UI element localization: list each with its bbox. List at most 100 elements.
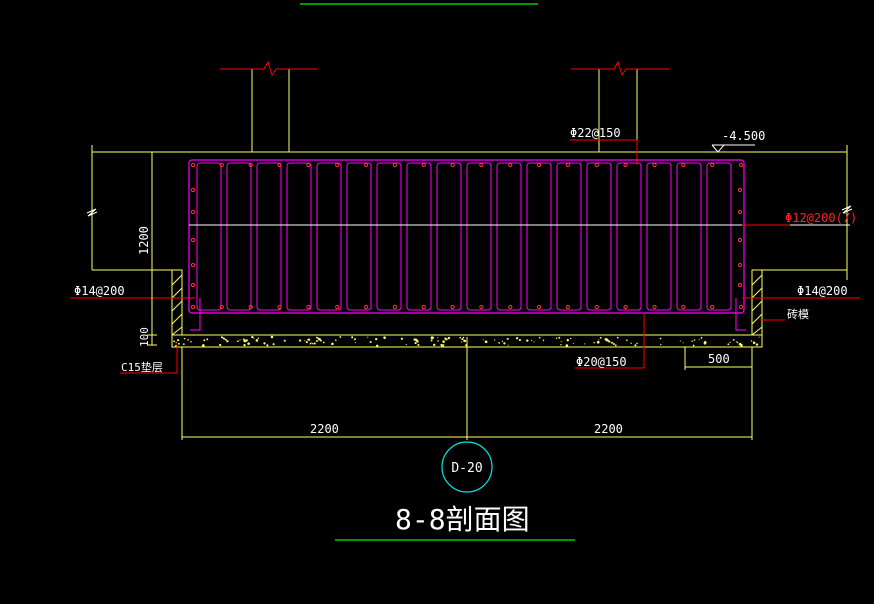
cushion-speckle [482,339,484,341]
cushion-speckle [221,336,224,339]
break-mark-right [841,205,853,214]
cushion-speckle [304,339,306,342]
elevation-text: -4.500 [722,129,765,143]
rebar-dot [190,187,196,193]
rebar-dots [190,162,744,310]
rebar-dot [277,304,282,310]
stirrup [196,162,222,311]
rebar-dot [219,304,224,310]
cushion-speckle [319,339,322,342]
cushion-speckle [317,337,319,339]
rebar-dot [450,162,455,168]
rebar-dot [392,304,397,310]
cushion-speckle [560,344,562,346]
cushion-speckle [177,342,180,345]
cushion-speckle [175,342,177,344]
dowel-right [735,298,746,331]
cushion-speckle [183,337,186,340]
cushion-speckle [735,341,737,343]
cushion-speckle [227,340,229,343]
cushion-speckle [732,339,735,341]
cushion-speckle [515,337,519,340]
rebar-dot [190,237,196,243]
cushion-speckle [526,339,529,342]
cushion-fill [173,335,760,348]
cushion-speckle [173,340,176,343]
rebar-dot [190,162,196,168]
cushion-speckle [445,338,448,341]
stirrup [706,162,732,311]
cushion-speckle [318,337,321,341]
cushion-speckle [316,340,318,342]
stirrup [406,162,432,311]
cushion-speckle [616,336,619,339]
cushion-speckle [570,337,572,340]
cushion-speckle [219,344,222,347]
cushion-speckle [272,343,275,346]
cushion-speckle [437,340,439,342]
stirrup [256,162,282,311]
cushion-speckle [611,341,613,344]
rebar-dot [565,162,571,168]
brick-form-label: 砖模 [787,307,809,321]
rebar-dot [594,304,599,310]
cushion-speckle [201,344,205,347]
side-bar-label: Φ12@200(7) [785,211,857,225]
cushion-speckle [322,341,325,344]
cushion-speckle [430,339,433,342]
cushion-speckle [660,343,662,346]
rebar-dot [219,162,224,168]
rebar-dot [248,304,253,310]
stirrup [616,162,642,311]
rebar-dot [652,162,657,168]
cushion-speckle [626,339,628,342]
rebar-dot [537,304,542,310]
stirrup [436,162,462,311]
foundation-outline [91,145,848,348]
cushion-speckle [247,342,250,345]
stirrup [226,162,252,311]
stirrup [526,162,552,311]
axis-bubble [441,441,493,493]
cushion-speckle [636,342,638,345]
rebar-dot [737,262,743,268]
cushion-speckle [239,339,241,341]
rebar-dot [737,187,743,193]
cushion-speckle [558,336,561,339]
rebar-dot [508,304,513,310]
cushion-label: C15垫层 [121,360,163,374]
cushion-speckle [226,340,228,343]
rebar-dot [335,162,340,168]
cushion-speckle [443,344,445,346]
cushion-speckle [531,339,533,342]
cushion-speckle [447,336,451,340]
cushion-speckle [758,336,760,338]
rebar-dot [738,304,744,310]
cushion-speckle [659,337,662,340]
rebar-dot [565,304,571,310]
cushion-speckle [493,339,496,341]
cushion-speckle [367,336,369,338]
cushion-speckle [692,344,695,347]
rebar-dot [594,162,599,168]
cushion-speckle [503,342,506,345]
bottom-bar-label: Φ20@150 [576,355,627,369]
stirrup [646,162,672,311]
rebar-dot [190,304,196,310]
cushion-speckle [598,339,600,341]
rebar-cage-outline [188,159,745,314]
cushion-speckle [375,344,379,348]
stirrup [286,162,312,311]
rebar-dot [248,162,253,168]
stirrup [496,162,522,311]
rebar-dot [737,237,743,243]
cushion-speckle [691,340,693,342]
cushion-speckle [251,335,254,339]
cushion-speckle [354,341,357,344]
cushion-speckle [307,338,309,341]
break-mark-left [86,208,98,217]
cushion-speckle [437,337,439,339]
cushion-speckle [698,338,700,340]
